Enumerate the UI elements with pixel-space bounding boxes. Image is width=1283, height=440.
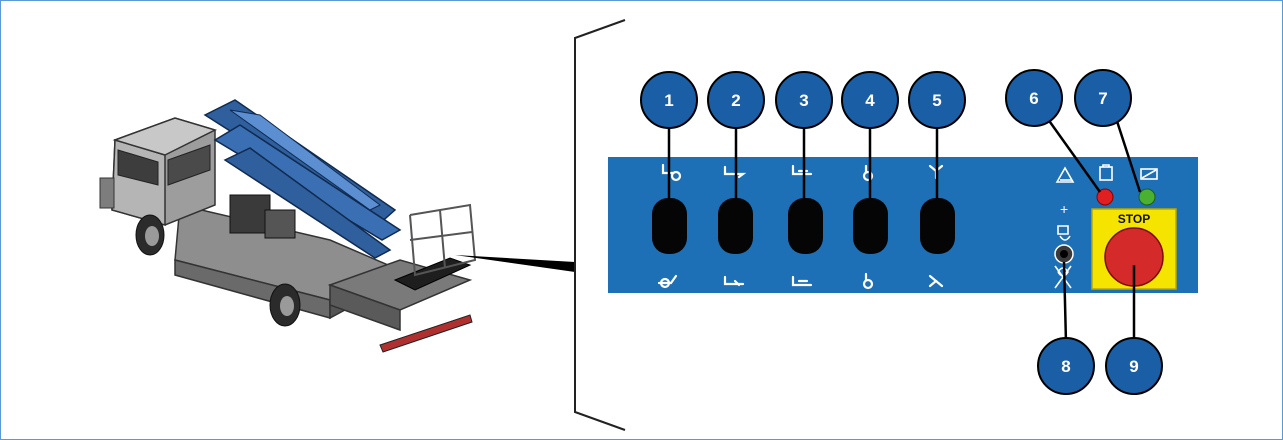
red-indicator-led	[1096, 188, 1114, 206]
callout-7: 7	[1074, 69, 1132, 127]
callout-4: 4	[841, 71, 899, 129]
boom-lower-icon	[791, 275, 813, 287]
power-indicator-icon	[1140, 168, 1158, 180]
callout-3: 3	[775, 71, 833, 129]
svg-text:8: 8	[1061, 357, 1070, 376]
stop-label: STOP	[1118, 212, 1150, 226]
toggle-switch-4[interactable]	[853, 198, 888, 254]
svg-text:9: 9	[1129, 357, 1138, 376]
svg-text:4: 4	[865, 91, 875, 110]
callout-6: 6	[1005, 69, 1063, 127]
basket-tilt-down-icon	[928, 274, 944, 288]
toggle-switch-3[interactable]	[788, 198, 823, 254]
key-switch[interactable]	[1054, 244, 1074, 264]
boom-retract-icon	[723, 275, 745, 287]
boom-lower-down-icon	[657, 274, 678, 289]
callout-5: 5	[908, 71, 966, 129]
horn-off-icon	[1054, 265, 1072, 289]
horn-icon	[1057, 225, 1071, 241]
svg-text:3: 3	[799, 91, 808, 110]
zoom-pointer	[455, 255, 575, 272]
toggle-switch-1[interactable]	[652, 198, 687, 254]
svg-text:1: 1	[664, 91, 673, 110]
callout-1: 1	[640, 71, 698, 129]
toggle-switch-2[interactable]	[718, 198, 753, 254]
svg-text:5: 5	[932, 91, 941, 110]
turret-rotate-back-icon	[862, 272, 874, 290]
panel-bracket	[574, 19, 626, 431]
boom-extend-icon	[723, 165, 747, 179]
toggle-switch-5[interactable]	[920, 198, 955, 254]
green-indicator-led	[1138, 188, 1156, 206]
callout-9: 9	[1105, 337, 1163, 395]
turret-rotate-icon	[862, 164, 874, 182]
svg-text:7: 7	[1098, 89, 1107, 108]
callout-8: 8	[1037, 337, 1095, 395]
battery-icon	[1099, 164, 1113, 181]
svg-text:6: 6	[1029, 89, 1038, 108]
svg-text:2: 2	[731, 91, 740, 110]
plus-sign: +	[1060, 201, 1068, 217]
aerial-platform-truck-illustration	[99, 99, 477, 353]
callout-2: 2	[707, 71, 765, 129]
overload-warning-icon	[1055, 166, 1075, 183]
